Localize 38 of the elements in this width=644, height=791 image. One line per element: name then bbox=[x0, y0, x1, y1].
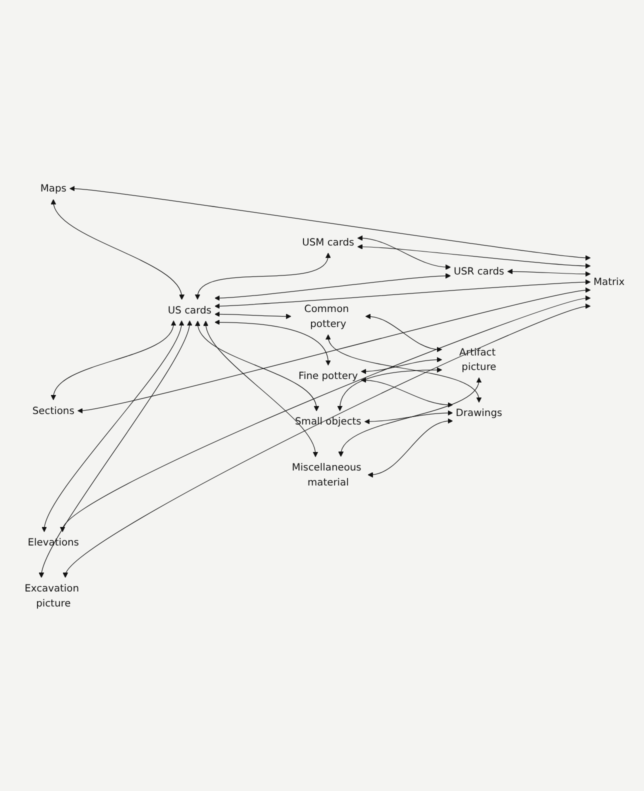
arrow bbox=[70, 186, 591, 260]
node-text: Fine pottery bbox=[298, 369, 358, 381]
node-text: Miscellaneous material bbox=[292, 460, 362, 488]
arrow bbox=[51, 320, 176, 400]
arrow bbox=[77, 287, 591, 413]
node-text: Sections bbox=[32, 404, 74, 416]
arrow bbox=[214, 319, 330, 366]
node-text: US cards bbox=[168, 304, 212, 316]
node-text: Drawings bbox=[456, 406, 502, 418]
arrow bbox=[196, 320, 318, 411]
arrow bbox=[60, 296, 591, 532]
arrow bbox=[338, 366, 442, 411]
node-text: USR cards bbox=[454, 264, 504, 277]
arrow bbox=[42, 320, 184, 532]
arrow bbox=[357, 244, 591, 268]
arrow bbox=[368, 418, 453, 477]
arrow bbox=[196, 252, 330, 300]
arrow bbox=[360, 356, 442, 374]
node-text: Common pottery bbox=[304, 302, 349, 329]
arrow bbox=[360, 377, 453, 408]
arrow bbox=[214, 311, 292, 319]
arrow bbox=[204, 320, 318, 457]
arrow bbox=[51, 198, 184, 300]
node-text: Maps bbox=[40, 182, 66, 194]
node-text: Small objects bbox=[295, 414, 362, 427]
arrow bbox=[214, 278, 591, 308]
arrow bbox=[357, 235, 451, 270]
arrow bbox=[507, 268, 591, 276]
arrow bbox=[64, 304, 591, 578]
node-text: USM cards bbox=[302, 236, 354, 248]
arrow bbox=[339, 377, 481, 456]
arrow bbox=[214, 272, 451, 300]
node-text: Excavation picture bbox=[24, 582, 79, 608]
node-text: Matrix bbox=[593, 275, 625, 288]
arrow bbox=[365, 314, 442, 352]
arrow bbox=[326, 334, 481, 402]
arrow bbox=[364, 410, 453, 424]
arrow bbox=[39, 320, 192, 578]
